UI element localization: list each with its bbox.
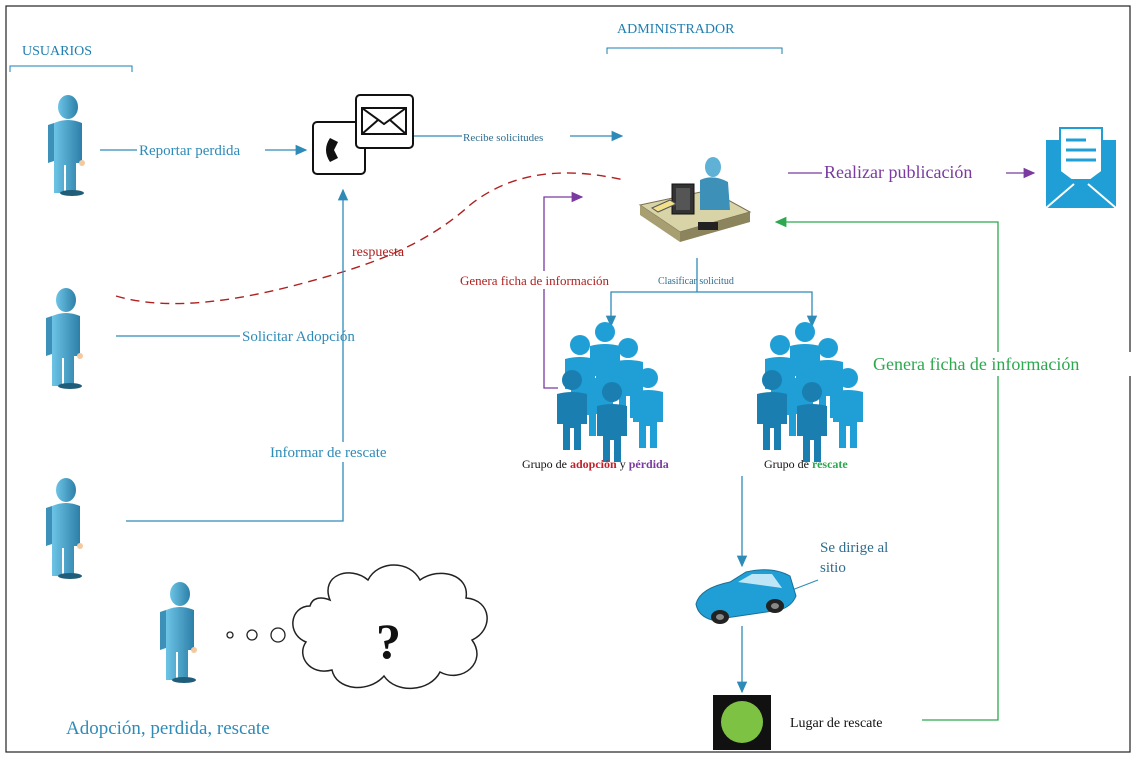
thought-dot-large (270, 627, 286, 643)
rescue-group-icon (757, 322, 863, 462)
thought-cloud (292, 564, 488, 690)
mail-icon (355, 94, 414, 149)
adoption-group-mid: y (617, 457, 629, 471)
admin-desk-icon (638, 157, 752, 242)
thought-dot-medium (246, 629, 258, 641)
generate-info-right-arrow (774, 216, 999, 721)
adoption-group-label: Grupo de adopción y pérdida (522, 457, 669, 471)
question-mark: ? (376, 613, 401, 669)
adoption-word: adopción (570, 457, 617, 471)
classify-branch-right (697, 291, 818, 328)
response-label: respuesta (352, 245, 405, 260)
classify-branch-left (605, 291, 697, 328)
outer-frame (5, 5, 1131, 753)
loss-word: pérdida (629, 457, 669, 471)
user-figure-3 (46, 478, 83, 579)
receive-requests-label: Recibe solicitudes (463, 132, 543, 144)
goes-to-site-line2: sitio (820, 560, 846, 576)
adoption-group-prefix: Grupo de (522, 457, 570, 471)
generate-info-left-label: Genera ficha de información (460, 273, 610, 288)
user-figure-4 (160, 582, 197, 683)
rescue-place-icon (713, 695, 771, 750)
adoption-group-icon (557, 322, 663, 462)
email-icon (1045, 127, 1117, 209)
bottom-caption: Adopción, perdida, rescate (66, 718, 270, 739)
car-icon (695, 569, 797, 624)
request-adoption-label: Solicitar Adopción (242, 329, 355, 345)
generate-info-left-arrow (543, 191, 584, 389)
goes-to-site-line1: Se dirige al (820, 540, 888, 556)
response-dashed-curve (115, 172, 625, 305)
rescue-word: rescate (812, 457, 848, 471)
rescue-group-prefix: Grupo de (764, 457, 812, 471)
admin-header: ADMINISTRADOR (617, 22, 735, 37)
rescue-place-label: Lugar de rescate (790, 716, 883, 731)
user-figure-1 (48, 95, 85, 196)
thought-dot-small (226, 631, 234, 639)
rescue-group-label: Grupo de rescate (764, 457, 848, 471)
users-header-bracket (9, 65, 133, 72)
admin-header-bracket (606, 47, 783, 54)
report-loss-label: Reportar perdida (139, 143, 241, 159)
generate-info-right-label: Genera ficha de información (873, 354, 1079, 374)
users-header: USUARIOS (22, 44, 92, 59)
report-rescue-arrow (126, 188, 349, 522)
user-figure-2 (46, 288, 83, 389)
classify-label: Clasificar solicitud (658, 276, 734, 287)
goes-to-site-leader (791, 579, 819, 591)
report-rescue-label: Informar de rescate (270, 445, 387, 461)
publish-label: Realizar publicación (824, 162, 972, 182)
